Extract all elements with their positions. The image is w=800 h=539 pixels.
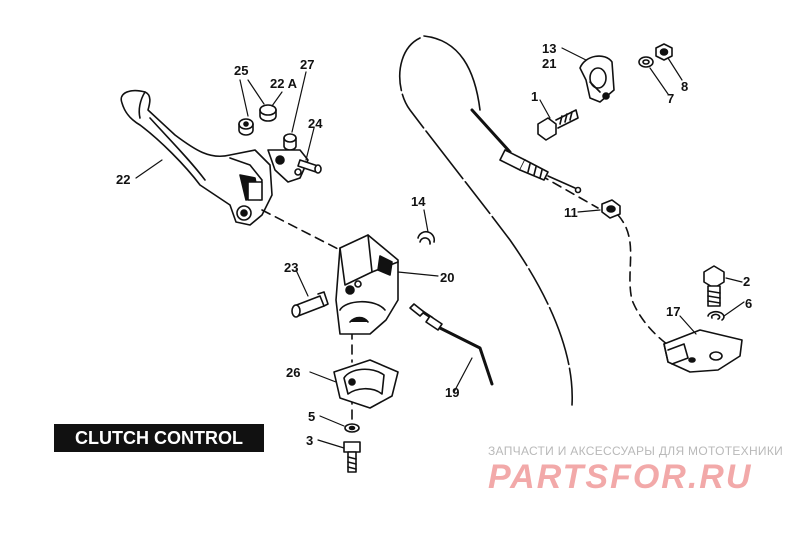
callout-leader-lines [135,47,745,449]
callout-24: 24 [308,116,323,131]
lock-washer-part-6 [707,310,725,321]
callout-26: 26 [286,365,301,380]
callout-13: 13 [542,41,557,56]
perch-clamp-part-26 [333,359,399,409]
callout-6: 6 [745,296,753,311]
bolt-part-2 [703,265,725,307]
callout-5: 5 [308,409,316,424]
callout-25: 25 [234,63,249,78]
callout-22a: 22 A [270,76,297,91]
cable-bracket-part-17 [663,329,743,373]
pivot-pin-part-23 [291,291,329,318]
clutch-lever-part-22 [120,89,273,226]
adjuster-part-27 [283,133,297,151]
bracket-part-22a [267,149,309,183]
callout-3: 3 [306,433,314,448]
screw-part-3 [343,441,361,473]
pivot-bolt-part-25 [238,104,277,136]
callout-23: 23 [284,260,299,275]
lever-perch-part-20 [335,234,399,335]
pin-part-24 [297,159,322,174]
watermark-logo-text: PARTSFOR.RU [488,458,752,496]
watermark-tagline: ЗАПЧАСТИ И АКСЕССУАРЫ ДЛЯ МОТОТЕХНИКИ [488,444,784,458]
bolt-part-1 [537,109,579,141]
callout-1: 1 [531,89,539,104]
callout-2: 2 [743,274,751,289]
washer-part-5 [344,423,360,433]
callout-8: 8 [681,79,689,94]
clip-part-14 [417,230,436,245]
diagram-title: CLUTCH CONTROL [54,424,264,452]
callout-7: 7 [667,91,675,106]
callout-22: 22 [116,172,131,187]
watermark-logo: PARTSFOR.RU [488,458,752,496]
clutch-cable-part-19 [399,35,573,406]
washer-part-7 [638,56,654,68]
cable-adjuster-end [470,108,582,194]
nut-part-11 [601,199,621,219]
callout-20: 20 [440,270,455,285]
cable-clamp-part-13 [579,55,615,103]
callout-21: 21 [542,56,557,71]
nut-part-8 [655,43,673,61]
callout-11: 11 [564,205,578,220]
callout-27: 27 [300,57,315,72]
callout-19: 19 [445,385,460,400]
callout-14: 14 [411,194,426,209]
callout-17: 17 [666,304,681,319]
